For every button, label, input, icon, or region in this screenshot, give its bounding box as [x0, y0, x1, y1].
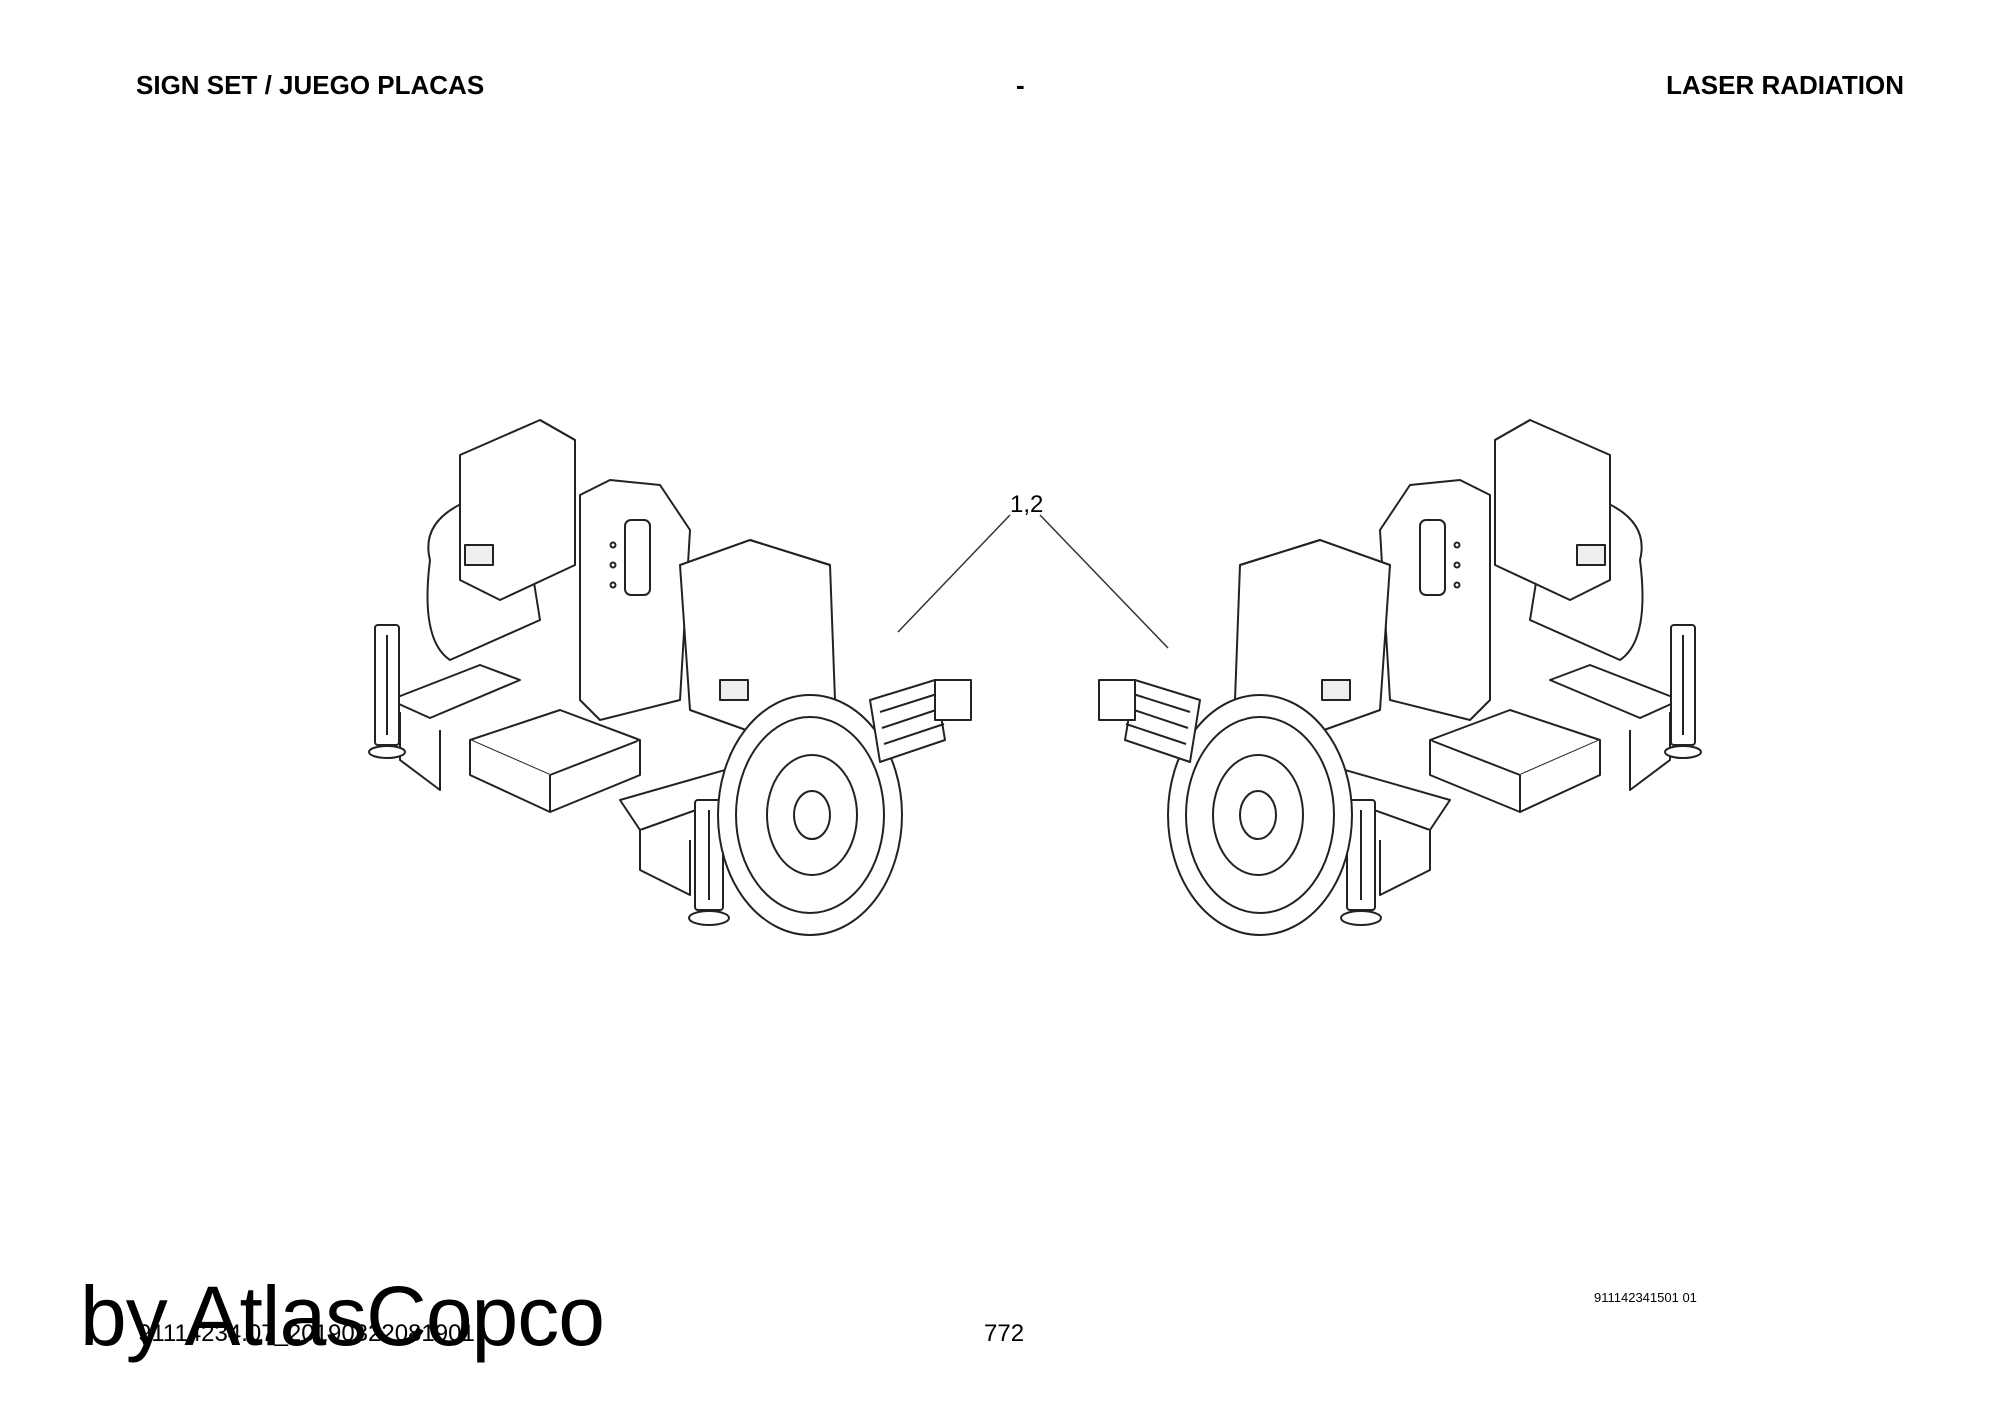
machine-view-left — [368, 419, 972, 936]
header-separator: - — [1016, 70, 1025, 100]
callout-label: 1,2 — [1010, 491, 1043, 518]
reference-code: 911142341501 01 — [1594, 1290, 1697, 1305]
machine-view-right — [1098, 419, 1702, 936]
header-title-right: LASER RADIATION — [1666, 70, 1904, 100]
page-number: 772 — [984, 1320, 1025, 1347]
callout-leaders — [897, 514, 1169, 649]
exploded-view-drawing: 1,2 — [368, 419, 1702, 936]
watermark-text: by AtlasCopco — [80, 1269, 605, 1363]
document-id: 91114234.07_20190322081901 — [138, 1320, 475, 1347]
header-title-left: SIGN SET / JUEGO PLACAS — [136, 70, 485, 100]
